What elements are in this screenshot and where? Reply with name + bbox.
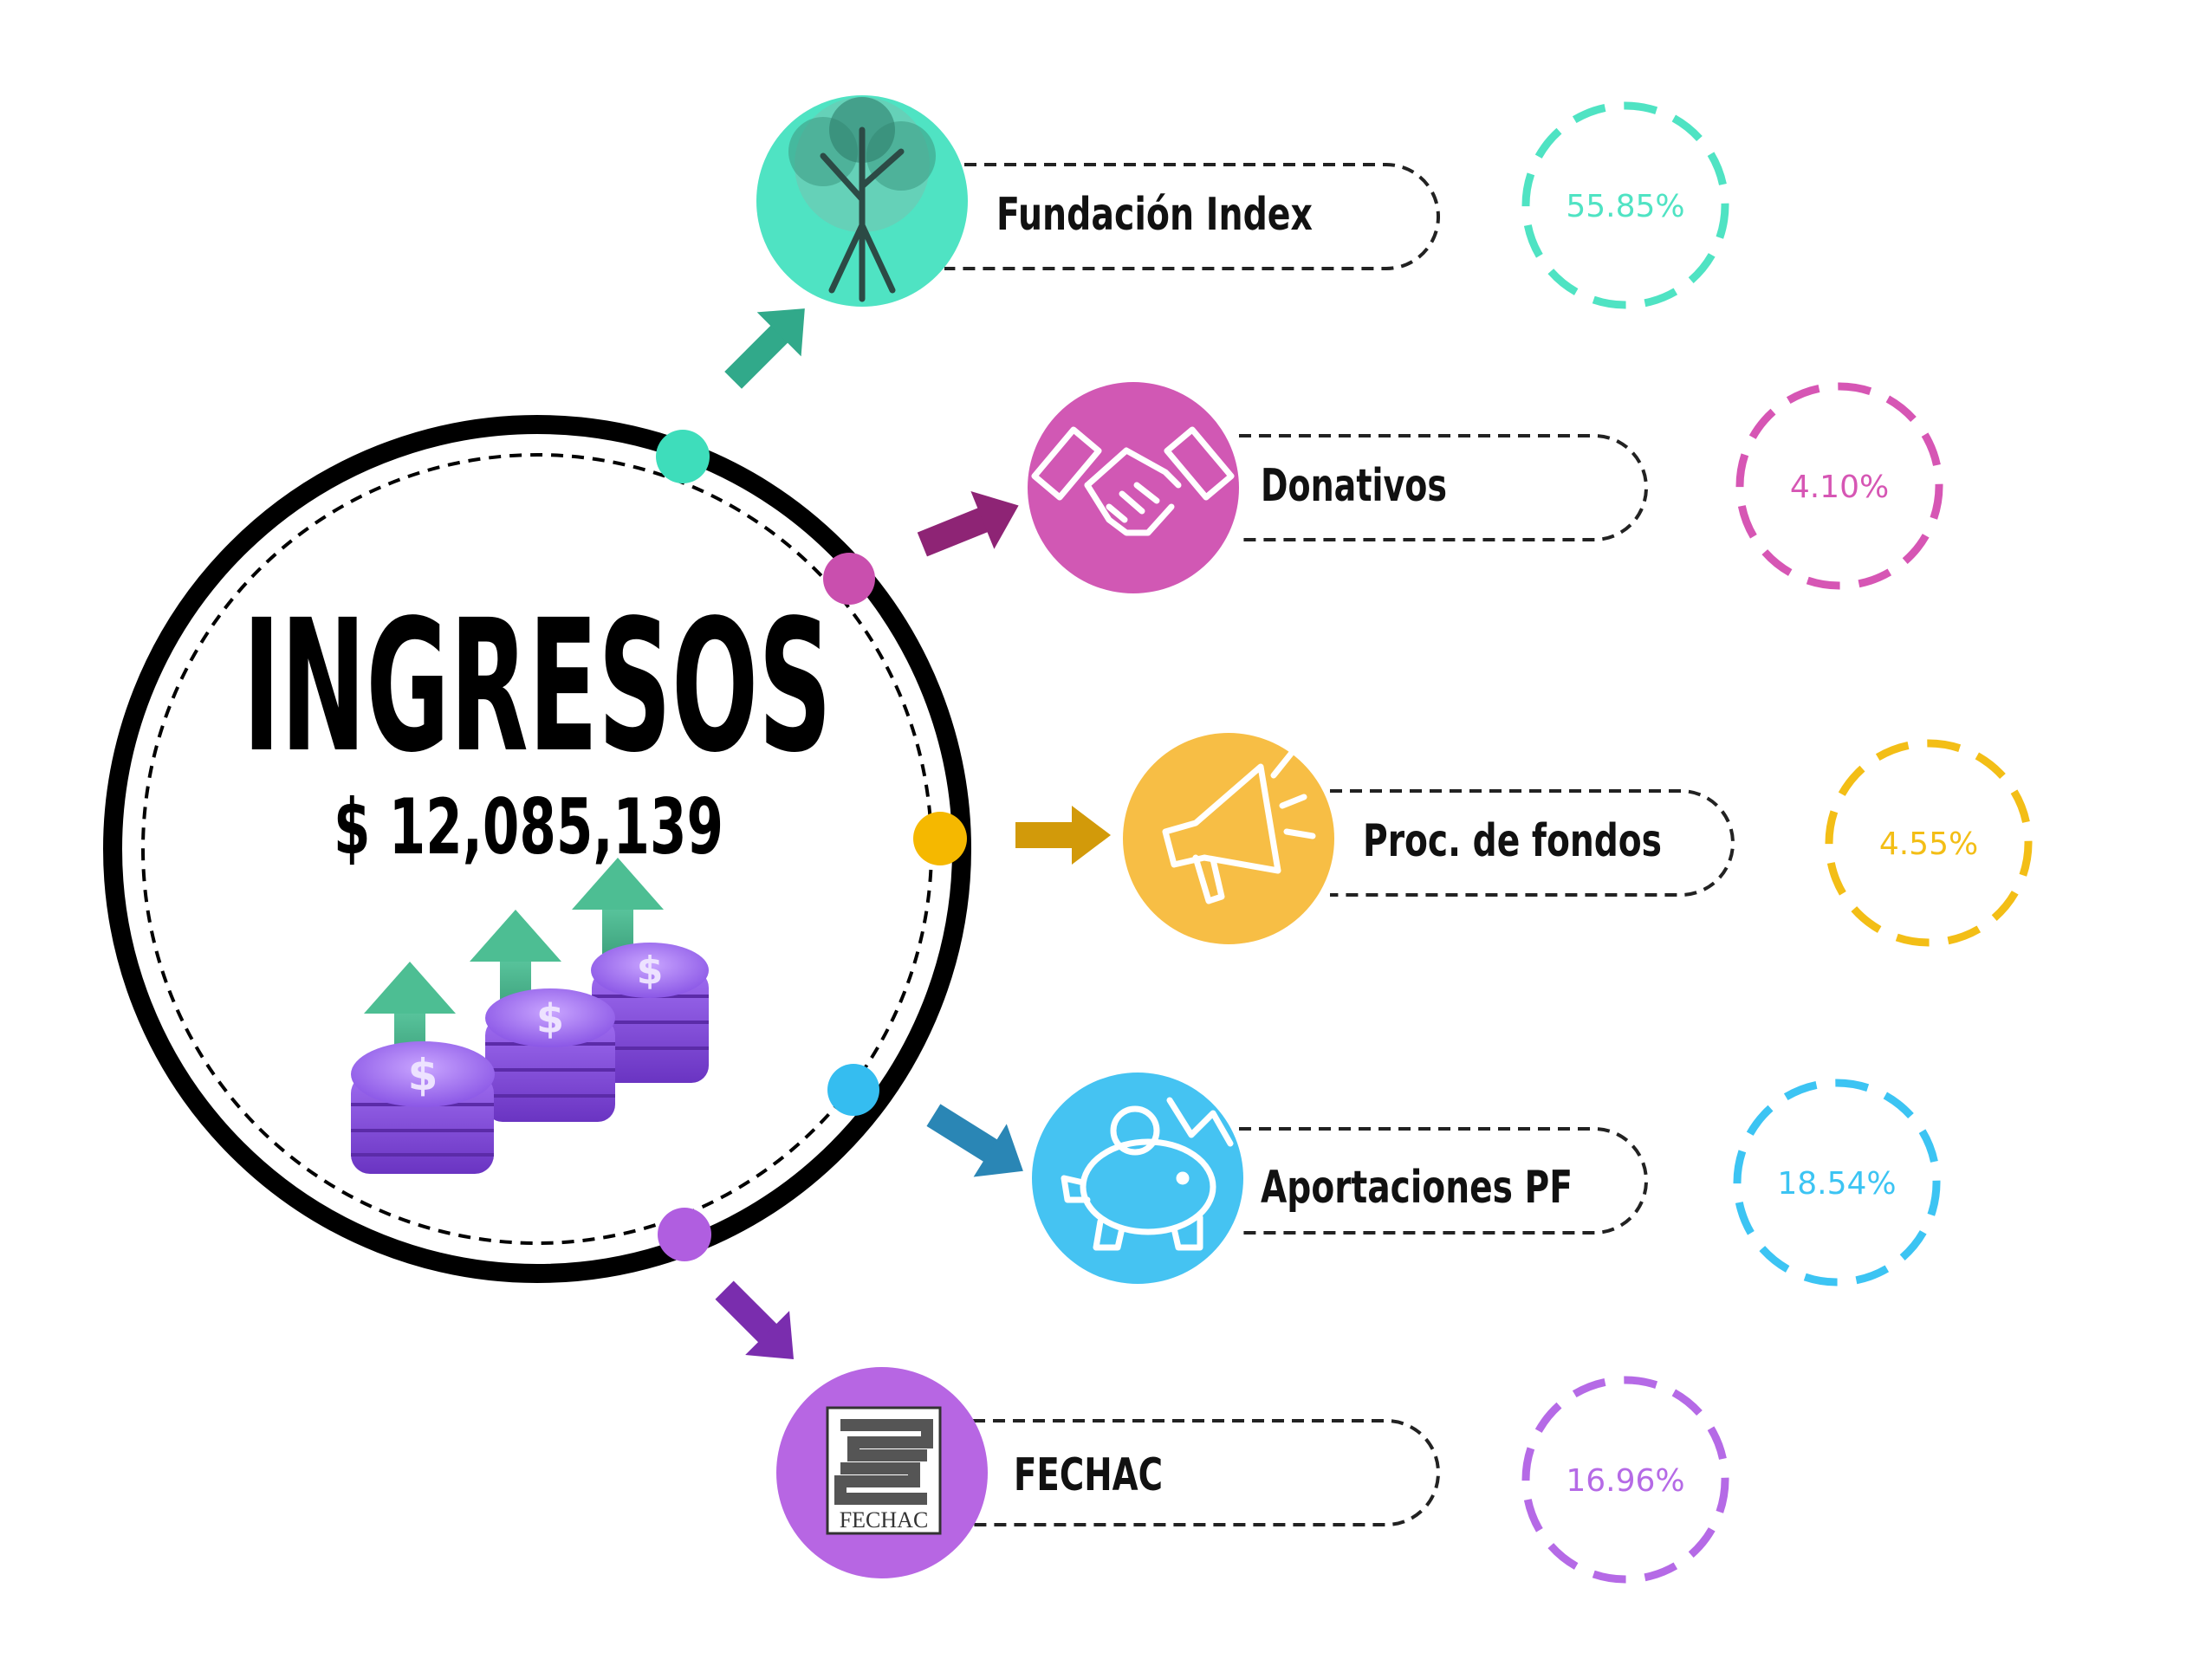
svg-text:$: $ [408,1050,438,1100]
svg-text:FECHAC: FECHAC [840,1507,929,1533]
megaphone-icon [1162,750,1316,904]
source-label: Aportaciones PF [1261,1162,1573,1214]
tree-icon [788,97,936,302]
coin-stack-icon: $ [485,988,615,1122]
source-row-proc-de-fondos: Proc. de fondos 4.55% [1123,733,2033,947]
percent-value: 4.10% [1790,470,1889,505]
source-label: FECHAC [1014,1449,1163,1501]
money-growth-illustration: $ $ $ [351,858,709,1174]
connector-dot-proc [913,812,967,865]
arrow-icon [1015,806,1111,865]
source-row-fechac: FECHAC FECHAC 16.96% [776,1367,1729,1584]
arrow-icon [926,1104,1023,1177]
percent-value: 4.55% [1879,826,1978,862]
arrow-icon [715,1280,795,1360]
percent-value: 18.54% [1777,1166,1896,1202]
connector-dot-fundacion [656,430,710,483]
percent-ring [1735,382,1943,590]
connector-dot-fechac [658,1208,711,1261]
handshake-icon [1031,426,1235,536]
central-circle: INGRESOS $ 12,085,139 $ [103,415,971,1283]
percent-ring [1521,1376,1729,1584]
connector-dot-aportaciones [827,1064,879,1116]
svg-text:$: $ [637,949,664,993]
source-row-donativos: Donativos 4.10% [1028,382,1943,593]
label-pill [944,163,1440,270]
source-row-aportaciones-pf: Aportaciones PF 18.54% [1032,1073,1941,1286]
arrow-icon [917,491,1019,557]
source-row-fundacion-index: Fundación Index 55.85% [756,95,1729,309]
svg-text:$: $ [536,995,564,1042]
percent-value: 16.96% [1566,1463,1684,1499]
source-label: Fundación Index [996,189,1313,241]
center-title: INGRESOS [243,580,832,793]
label-pill [1239,1127,1648,1235]
source-label: Donativos [1261,460,1447,512]
percent-ring [1733,1079,1941,1286]
piggy-bank-icon [1061,1097,1234,1251]
arrow-icon [724,308,805,389]
center-total: $ 12,085,139 [334,782,723,872]
label-pill [1239,434,1648,541]
percent-ring [1521,101,1729,309]
source-icon-circle [1123,733,1334,944]
connector-dot-donativos [823,553,875,605]
source-label: Proc. de fondos [1363,815,1662,867]
fechac-logo: FECHAC [826,1406,942,1535]
coin-stack-icon: $ [591,943,709,1083]
percent-value: 55.85% [1566,189,1684,224]
source-icon-circle [1032,1073,1243,1284]
coin-stack-icon: $ [351,1041,495,1174]
percent-ring [1825,739,2033,947]
source-icon-circle [1028,382,1239,593]
